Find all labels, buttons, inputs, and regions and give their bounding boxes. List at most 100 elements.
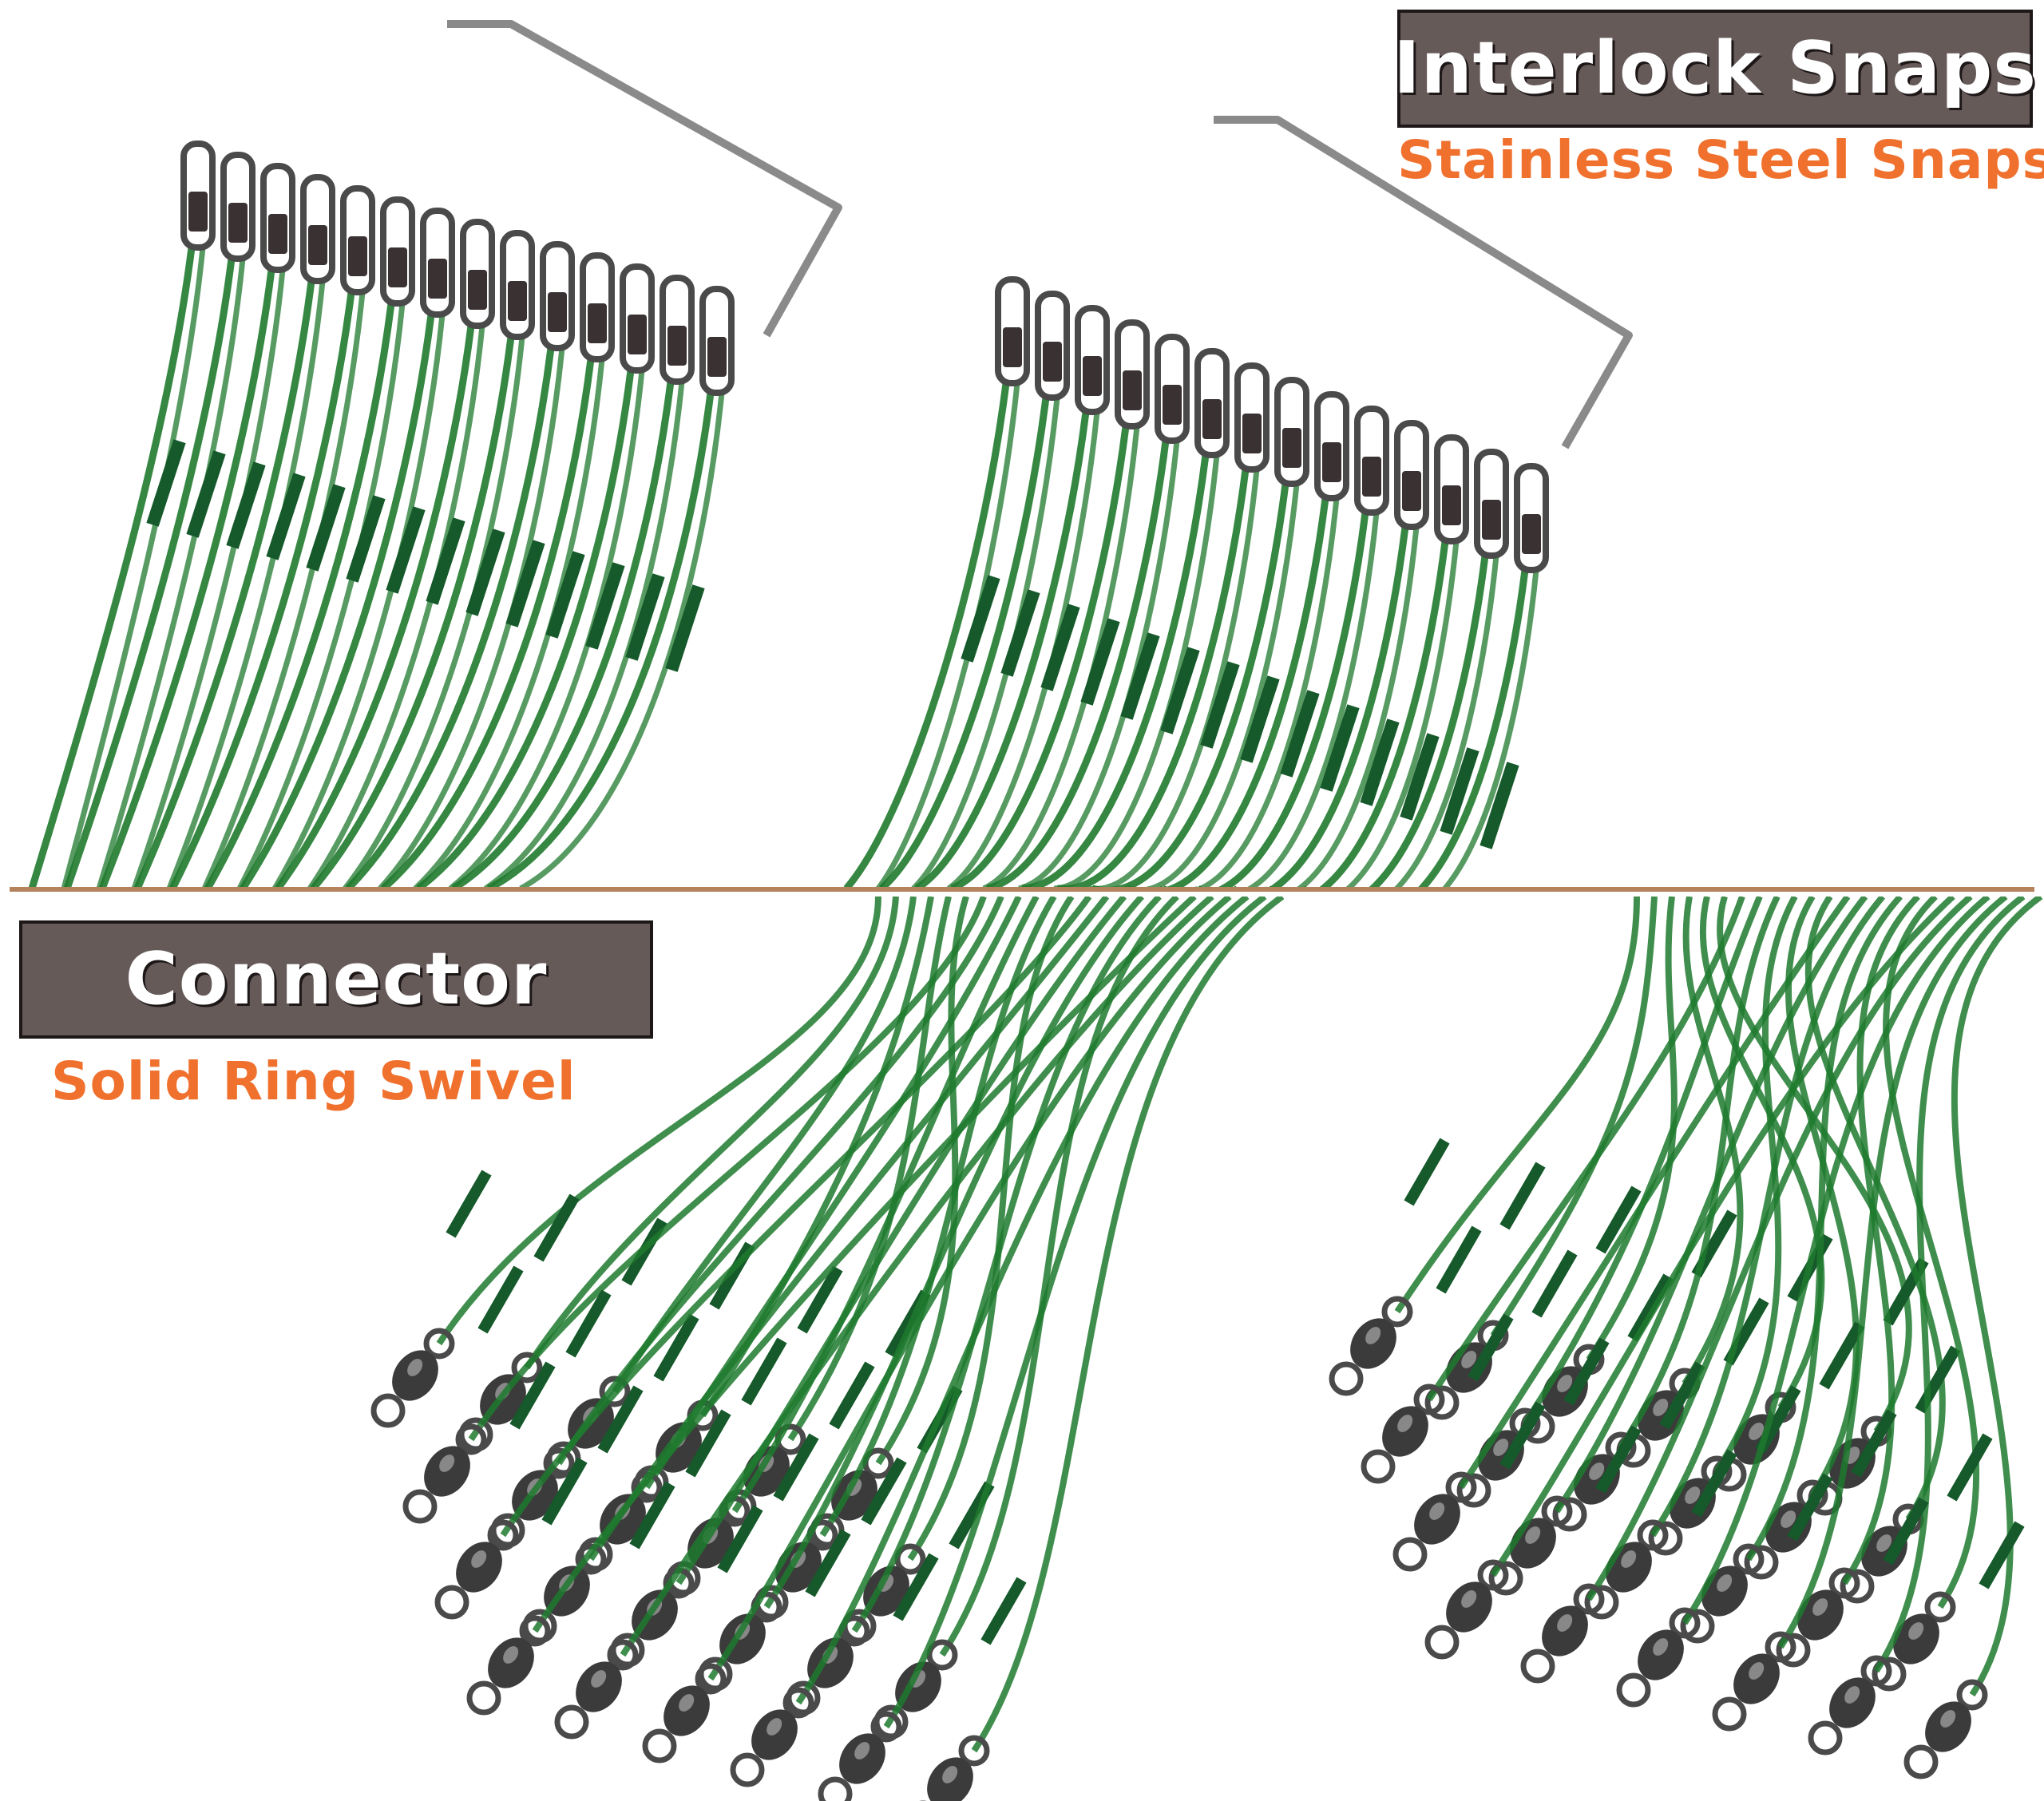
leader-wire [345,347,555,889]
swivel-highlight [1365,1327,1381,1344]
swivel-ring [1744,1545,1779,1580]
swivel-barrel [751,1709,798,1760]
swivel-barrel [488,1637,534,1688]
swivel-ring [695,1663,727,1695]
leader-wire [556,897,1004,1466]
crimp-sleeve [426,517,465,605]
swivel-ring [1956,1679,1988,1711]
snap-bundle-left [28,20,842,889]
leader-wire [1717,897,1912,1434]
snap-clip [1314,391,1349,501]
crimp-sleeve [1040,604,1080,691]
crimp-sleeve [1563,1337,1610,1406]
holder-wire [447,20,842,338]
swivel-ring [818,1776,853,1801]
swivel-highlight [1812,1598,1828,1616]
leader-wire [28,247,196,889]
snap-barrel [1282,428,1301,468]
crimp-sleeve [585,562,625,650]
leader-wire [787,897,952,1442]
crimp-sleeve [829,1361,875,1430]
swivel-ring [1488,1561,1523,1596]
leader-wire [763,897,1144,1609]
swivel-ring [1860,1655,1892,1687]
leader-wire [914,411,1090,889]
swivel-barrel [1382,1406,1428,1457]
leader-wire [612,897,917,1394]
crimp-sleeve [1480,762,1519,849]
crimp-sleeve [306,484,346,572]
swivel-barrel [863,1565,909,1617]
snap-clip [500,230,535,340]
leader-wire [436,897,881,1346]
leader-wire [1021,454,1210,889]
leader-wire [1198,526,1409,889]
swivel-highlight [1685,1486,1701,1504]
crimp-sleeve [1499,1401,1546,1470]
swivel-highlight [1653,1399,1669,1416]
crimp-sleeve [1440,747,1480,835]
snap-barrel [428,259,447,299]
crimp-sleeve [186,450,226,538]
crimp-sleeve [1819,1321,1865,1390]
leader-wire [1092,483,1289,889]
swivel-ring [870,1711,902,1743]
connector-label: Connector [19,920,653,1039]
leader-wire [168,291,355,889]
crimp-sleeve [1080,618,1120,706]
swivel-ring [1424,1385,1460,1420]
crimp-sleeve [961,575,1000,663]
swivel-ring [1765,1631,1796,1663]
swivel-ring [466,1680,501,1716]
swivel-ring [1840,1569,1875,1604]
leader-wire [982,426,1140,889]
swivel-ring [1828,1567,1860,1599]
swivel-ring [1872,1657,1907,1692]
snap-clip [1394,420,1429,530]
swivel-ring [1392,1537,1428,1572]
leader-wire [236,303,406,889]
swivel-barrel [1446,1581,1492,1633]
swivel-highlight [439,1455,455,1472]
swivel-highlight [1493,1439,1509,1456]
crimp-sleeve [1691,1449,1737,1518]
swivel-barrel [456,1542,502,1593]
swivel-highlight [1461,1351,1477,1368]
snap-barrel [508,281,527,321]
snap-clip [620,263,655,374]
swivel-highlight [471,1550,487,1568]
snap-barrel [1442,485,1461,525]
snap-clip [580,252,615,362]
leader-wire [1804,897,1946,1522]
snap-clip [995,276,1030,386]
leader-wire [1163,512,1369,889]
crimp-sleeve [597,1385,644,1454]
leader-wire [1265,540,1460,889]
swivel-highlight [1621,1550,1637,1568]
snap-barrel [1482,500,1501,540]
swivel-ring [1552,1497,1587,1532]
swivel-ring [1445,1471,1477,1503]
leader-wire [1951,897,2043,1697]
swivel-barrel [1925,1701,1971,1752]
crimp-sleeve [1979,1521,2025,1589]
swivel-bundle-left [370,897,1285,1801]
snap-clip [460,219,495,329]
snap-clip [1194,348,1230,458]
leader-wire [204,303,395,889]
leader-wire [307,325,485,889]
leader-wire [939,897,1179,1657]
snap-barrel [628,315,647,354]
swivel-ring [487,1519,519,1551]
crimp-sleeve [509,1361,556,1430]
leader-wire [1883,897,1980,1609]
snap-barrel [188,192,208,232]
swivel-ring [1573,1583,1605,1615]
leader-wire [1394,897,1640,1314]
leader-wire [519,392,725,889]
leader-wire [1458,897,1851,1490]
snap-barrel [228,203,248,243]
snap-clip [699,286,735,396]
leader-wire [1586,897,1973,1601]
leader-wire [675,897,1127,1585]
